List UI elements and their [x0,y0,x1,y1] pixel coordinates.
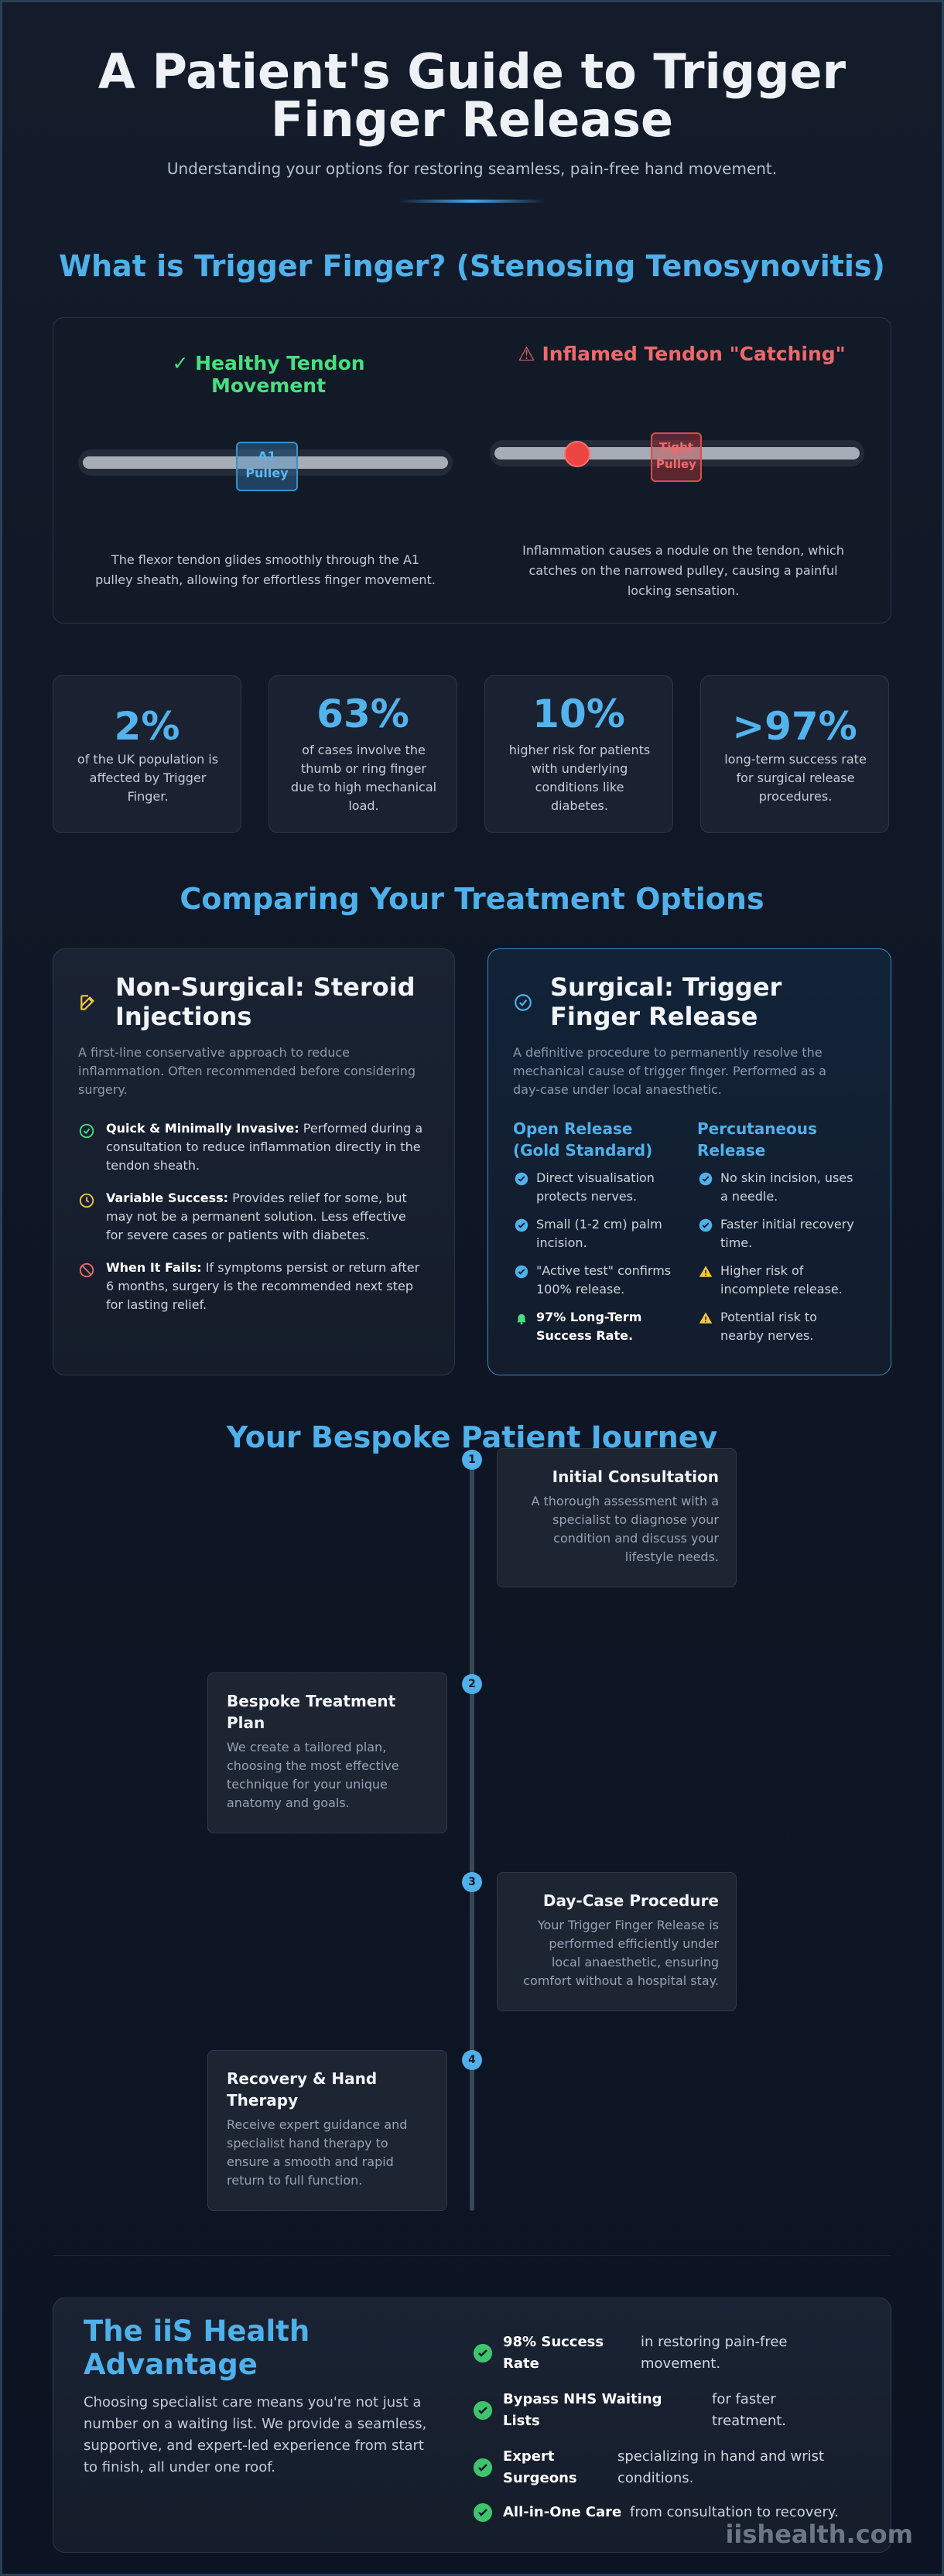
check-badge-icon [515,1172,528,1186]
check-badge-icon [515,1218,528,1232]
check-circle-icon [474,2503,492,2522]
healthy-caption: The flexor tendon glides smoothly throug… [95,552,436,587]
timeline-dot-3: 3 [462,1872,482,1892]
feature-quick-minimally-invasive: Quick & Minimally Invasive: Performed du… [106,1121,423,1173]
warning-triangle-icon: ⚠ [518,343,535,365]
stat-value: >97% [732,704,857,749]
section-divider [53,2255,891,2256]
healthy-heading: ✓ Healthy Tendon Movement [172,352,365,397]
prohibited-icon [79,1262,94,1278]
header-divider [398,200,546,203]
check-circle-icon [79,1123,94,1139]
check-circle-icon [515,994,532,1011]
step-title: Initial Consultation [552,1467,719,1486]
open-release-heading: Open Release(Gold Standard) [513,1119,653,1160]
advantage-panel [53,2298,891,2553]
surgical-description: A definitive procedure to permanently re… [513,1045,826,1097]
check-circle-icon [474,2401,492,2420]
non-surgical-description: A first-line conservative approach to re… [78,1045,416,1097]
journey-step-initial-consultation: Initial Consultation A thorough assessme… [497,1448,737,1587]
footer-brand: iishealth.com [725,2520,913,2549]
stat-value: 63% [316,692,409,736]
bell-icon [517,1314,526,1325]
section-title-what-is: What is Trigger Finger? (Stenosing Tenos… [59,249,885,283]
step-title: Day-Case Procedure [542,1891,719,1910]
warning-triangle-icon [699,1266,713,1277]
timeline-line [470,1461,474,2211]
tendon-nodule [564,441,590,467]
timeline-dot-4: 4 [462,2050,482,2070]
check-badge-icon [515,1265,528,1279]
inflamed-heading: ⚠ Inflamed Tendon "Catching" [518,343,846,365]
clock-icon [79,1193,94,1208]
check-circle-icon [474,2344,492,2362]
stat-value: 10% [532,692,625,736]
check-icon: ✓ [172,352,189,374]
check-badge-icon [699,1172,713,1186]
feature-when-it-fails: When It Fails: If symptoms persist or re… [106,1260,420,1312]
step-text: We create a tailored plan,choosing the m… [227,1740,399,1810]
warning-triangle-icon [699,1312,713,1324]
inflamed-caption: Inflammation causes a nodule on the tend… [522,543,844,598]
timeline-dot-1: 1 [462,1450,482,1470]
timeline-dot-2: 2 [462,1674,482,1694]
check-badge-icon [699,1218,713,1232]
page-subtitle: Understanding your options for restoring… [166,159,778,178]
feature-variable-success: Variable Success: Provides relief for so… [106,1191,407,1242]
healthy-tendon [83,456,448,469]
section-title-treatments: Comparing Your Treatment Options [180,882,764,916]
edit-icon [80,995,94,1010]
advantage-text: Choosing specialist care means you're no… [84,2394,427,2475]
stat-value: 2% [114,704,180,749]
check-circle-icon [474,2458,492,2477]
journey-step-day-case-procedure: Day-Case Procedure Your Trigger Finger R… [497,1872,737,2011]
